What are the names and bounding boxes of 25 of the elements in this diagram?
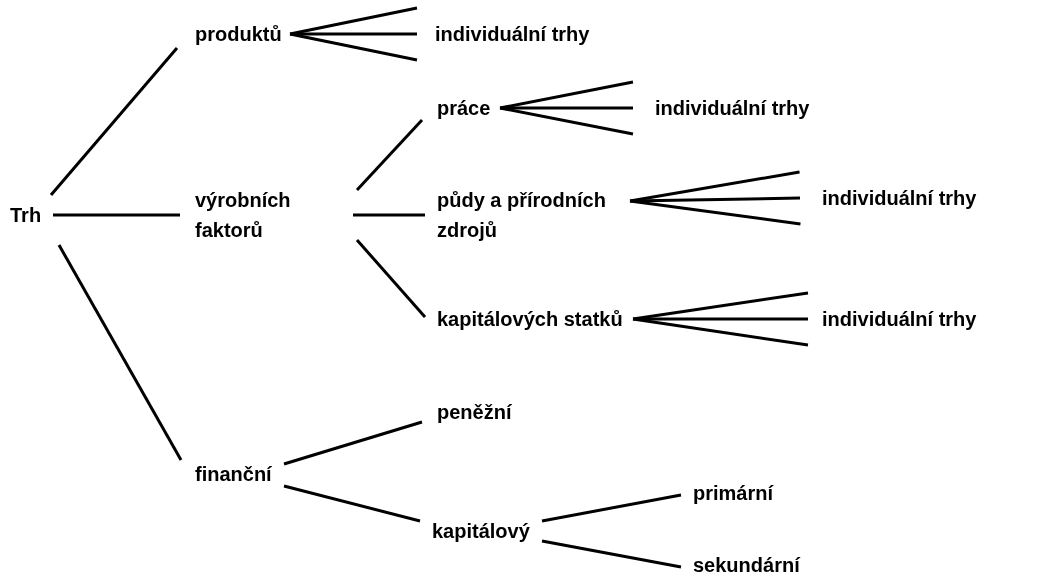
node-label: Trh <box>10 203 42 227</box>
connector-line <box>541 493 682 523</box>
connector-line <box>283 420 423 466</box>
node-label: půdy a přírodních zdrojů <box>437 185 622 245</box>
node-label: práce <box>437 96 491 120</box>
connector-line <box>353 213 425 217</box>
node-label: výrobních faktorů <box>195 185 345 245</box>
connector-line <box>541 539 682 569</box>
connector-line <box>49 47 179 196</box>
node-label: kapitálových statků <box>437 307 623 331</box>
node-label: peněžní <box>437 400 512 424</box>
connector-line <box>57 244 183 461</box>
node-label: sekundární <box>693 553 800 577</box>
connector-line <box>283 484 421 523</box>
node-label: individuální trhy <box>435 22 590 46</box>
node-label: finanční <box>195 462 272 486</box>
node-label: individuální trhy <box>822 307 977 331</box>
node-label: kapitálový <box>432 519 530 543</box>
connector-line <box>355 119 424 191</box>
node-label: individuální trhy <box>655 96 810 120</box>
node-label: individuální trhy <box>822 186 977 210</box>
node-label: produktů <box>195 22 282 46</box>
node-label: primární <box>693 481 774 505</box>
connector-line <box>355 239 427 318</box>
connector-line <box>53 213 180 217</box>
